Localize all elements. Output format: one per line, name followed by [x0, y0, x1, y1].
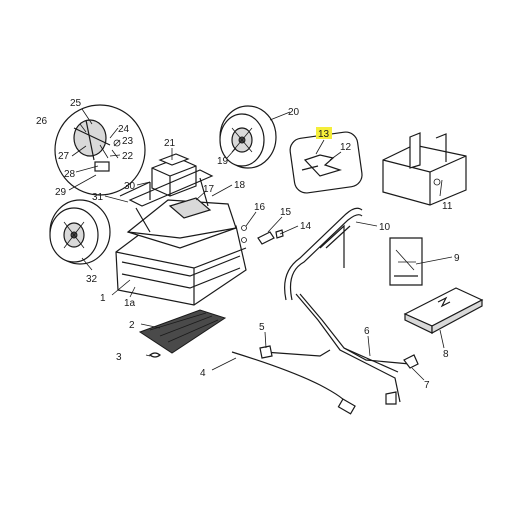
- label-1: 1: [100, 293, 106, 304]
- part-8-pad: [403, 287, 484, 335]
- part-1-body: [115, 169, 247, 306]
- label-23: 23: [122, 136, 134, 147]
- label-4: 4: [200, 368, 206, 379]
- highlight-13: [316, 127, 332, 139]
- inset-wheel-detail: [54, 104, 146, 196]
- label-8: 8: [443, 349, 449, 360]
- label-13: 13: [318, 129, 330, 140]
- label-11: 11: [442, 201, 453, 212]
- part-14-16-hardware: [241, 225, 284, 245]
- label-15: 15: [280, 207, 292, 218]
- label-22: 22: [122, 151, 134, 162]
- part-5-6-7-handle: [259, 293, 419, 405]
- part-32-wheel: [49, 199, 111, 265]
- label-29: 29: [55, 187, 67, 198]
- label-24: 24: [118, 124, 130, 135]
- label-2: 2: [129, 320, 135, 331]
- label-21: 21: [164, 138, 176, 149]
- label-30: 30: [124, 181, 136, 192]
- part-9-sheet: [389, 237, 423, 286]
- label-31: 31: [92, 192, 104, 203]
- part-11-bracket: [382, 132, 467, 206]
- part-20-wheel: [219, 105, 277, 169]
- label-18: 18: [234, 180, 246, 191]
- part-4-cord: [231, 351, 356, 415]
- label-9: 9: [454, 253, 460, 264]
- part-12-decal: [289, 131, 363, 194]
- label-19: 19: [217, 156, 229, 167]
- label-10: 10: [379, 222, 391, 233]
- label-32: 32: [86, 274, 98, 285]
- label-26: 26: [36, 116, 48, 127]
- label-28: 28: [64, 169, 76, 180]
- label-3: 3: [116, 352, 122, 363]
- label-14: 14: [300, 221, 312, 232]
- label-5: 5: [259, 322, 265, 333]
- part-10-handle: [284, 207, 363, 301]
- label-12: 12: [340, 142, 352, 153]
- leader-lines: [68, 108, 453, 381]
- label-17: 17: [203, 184, 215, 195]
- part-3-clip: [149, 352, 161, 358]
- label-6: 6: [364, 326, 370, 337]
- label-25: 25: [70, 98, 82, 109]
- label-16: 16: [254, 202, 266, 213]
- label-1a: 1a: [124, 298, 136, 309]
- label-7: 7: [424, 380, 430, 391]
- part-labels: 1 1a 2 3 4 5 6 7 8 9 10 11 12 13 14 15 1…: [36, 98, 460, 391]
- label-27: 27: [58, 151, 70, 162]
- label-20: 20: [288, 107, 300, 118]
- part-2-mesh: [138, 309, 227, 354]
